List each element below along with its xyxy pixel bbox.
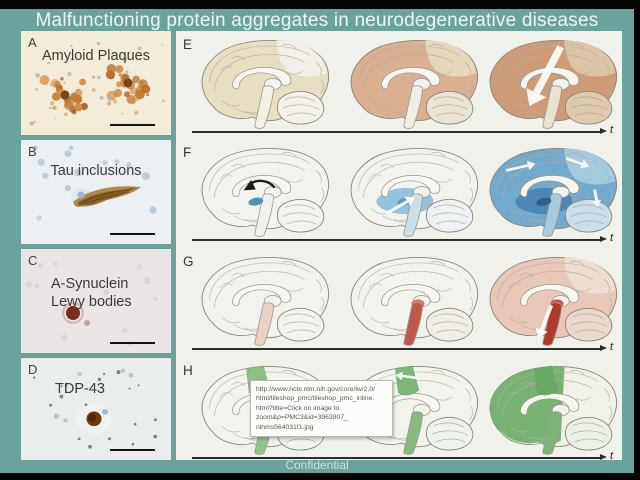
- row-letter: G: [183, 254, 194, 269]
- scale-bar: [110, 232, 155, 235]
- time-axis-label: t: [610, 124, 614, 136]
- micrograph-art: [25, 261, 158, 347]
- time-axis: [192, 348, 600, 350]
- micrograph-art: [29, 41, 165, 126]
- micrograph-caption: Tau inclusions: [50, 163, 142, 179]
- brain-diagram: [350, 40, 479, 129]
- time-axis-arrow-icon: [600, 236, 607, 243]
- spread-arrow-icon: [535, 304, 554, 338]
- scale-bar: [110, 448, 155, 451]
- time-axis-label: t: [610, 341, 614, 353]
- brain-stage-3: [478, 359, 619, 456]
- panel-letter: A: [28, 35, 37, 50]
- brain-stage-1: [190, 141, 331, 238]
- spread-arrow-icon: [592, 189, 602, 207]
- micrograph-panel-b: B Tau inclusions: [21, 140, 171, 244]
- micrograph-panel-a: A Amyloid Plaques: [21, 31, 171, 135]
- micrograph-art: [33, 145, 157, 221]
- brain-stage-3: [478, 33, 619, 130]
- micrograph-caption: TDP-43: [55, 381, 105, 397]
- spread-arrow-icon: [385, 196, 415, 216]
- panel-letter: D: [28, 362, 38, 377]
- seed-arrow-icon: [243, 179, 276, 191]
- spread-arrow-icon: [505, 160, 536, 172]
- time-axis-label: t: [610, 450, 614, 462]
- brain-diagram: [201, 148, 330, 237]
- brain-diagram: [489, 257, 618, 346]
- time-axis-arrow-icon: [600, 345, 607, 352]
- image-url-tooltip: http://www.ncbi.nlm.nih.gov/core/lw/2.0/…: [250, 380, 393, 437]
- scale-bar: [110, 123, 155, 126]
- time-axis-arrow-icon: [600, 128, 607, 135]
- brain-diagram: [489, 40, 618, 129]
- brain-stage-2: [339, 141, 480, 238]
- brain-stage-2: [339, 33, 480, 130]
- brain-stage-2: [339, 250, 480, 347]
- slide: Malfunctioning protein aggregates in neu…: [0, 9, 634, 473]
- micrograph-caption: A-Synuclein Lewy bodies: [51, 276, 132, 311]
- slide-title: Malfunctioning protein aggregates in neu…: [35, 10, 599, 31]
- time-axis-label: t: [610, 232, 614, 244]
- micrograph-panel-d: D TDP-43: [21, 358, 171, 460]
- row-letter: F: [183, 145, 192, 160]
- brain-diagram: [350, 257, 479, 346]
- row-letter: E: [183, 37, 193, 52]
- brain-diagram: [489, 365, 618, 455]
- time-axis: [192, 239, 600, 241]
- row-letter: H: [183, 363, 193, 378]
- brain-stage-3: [478, 141, 619, 238]
- time-axis-arrow-icon: [600, 454, 607, 461]
- panel-letter: B: [28, 144, 37, 159]
- brain-diagram: [489, 148, 618, 237]
- time-axis: [192, 457, 600, 459]
- brain-diagram: [201, 40, 330, 129]
- micrograph-panel-c: C A-Synuclein Lewy bodies: [21, 249, 171, 353]
- spread-arrow-icon: [395, 371, 419, 381]
- brain-diagram: [201, 257, 330, 346]
- brain-diagram: [350, 148, 479, 237]
- spread-arrow-icon: [526, 45, 565, 107]
- spread-arrow-icon: [565, 157, 590, 169]
- brain-stage-1: [190, 250, 331, 347]
- confidential-watermark: Confidential: [285, 458, 349, 472]
- panel-letter: C: [28, 253, 38, 268]
- micrograph-art: [33, 368, 158, 449]
- micrograph-caption: Amyloid Plaques: [42, 48, 150, 64]
- brain-stage-3: [478, 250, 619, 347]
- time-axis: [192, 131, 600, 133]
- brain-stage-1: [190, 33, 331, 130]
- scale-bar: [110, 341, 155, 344]
